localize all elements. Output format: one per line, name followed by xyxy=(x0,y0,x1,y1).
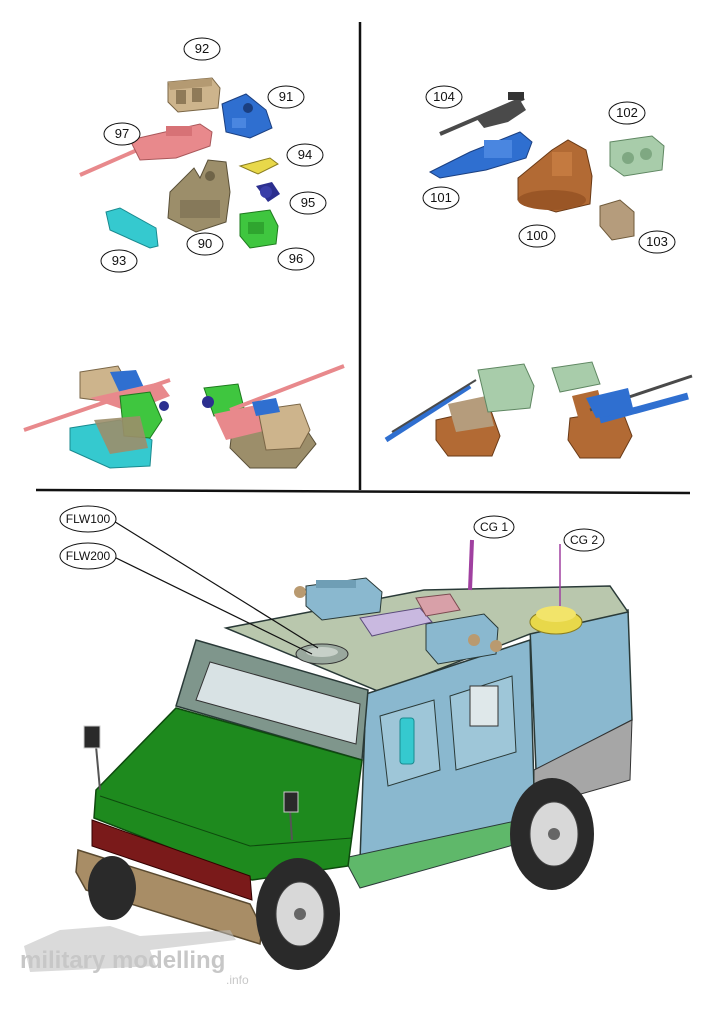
part-label-95: 95 xyxy=(289,191,327,215)
assembled-station-b-left xyxy=(384,363,535,457)
part-92-ammo-box xyxy=(167,77,221,113)
right-mirror xyxy=(283,791,299,841)
assembled-station-a-right xyxy=(202,364,345,469)
windshield xyxy=(195,661,361,745)
front-wheel-far xyxy=(88,856,136,920)
part-101-weapon-cradle xyxy=(428,131,533,179)
part-label-101: 101 xyxy=(422,186,460,210)
left-mirror xyxy=(83,725,101,791)
callout-cg2: CG 2 xyxy=(563,528,605,552)
crew-figures xyxy=(294,586,502,652)
callout-cg2-text: CG 2 xyxy=(570,533,598,547)
part-label-100: 100 xyxy=(518,224,556,248)
part-label-91: 91 xyxy=(267,85,305,109)
rear-wheel xyxy=(510,778,594,890)
panel-weapon-station-a-parts xyxy=(79,77,280,249)
part-label-97-text: 97 xyxy=(115,126,129,141)
part-label-97: 97 xyxy=(103,122,141,146)
part-95-knob xyxy=(256,182,280,202)
part-102-sensor-box xyxy=(609,135,665,177)
callout-flw100: FLW100 xyxy=(59,505,117,533)
front-grille xyxy=(91,819,253,901)
part-label-102: 102 xyxy=(608,101,646,125)
part-label-set: 92 91 97 94 95 90 96 93 104 102 101 100 … xyxy=(100,37,676,273)
part-label-96: 96 xyxy=(277,247,315,271)
part-label-94: 94 xyxy=(286,143,324,167)
part-label-103-text: 103 xyxy=(646,234,668,249)
part-label-104-text: 104 xyxy=(433,89,455,104)
front-wheel xyxy=(256,858,340,970)
part-label-90: 90 xyxy=(186,232,224,256)
part-90-cradle-mount xyxy=(167,159,231,233)
assembled-station-b-right xyxy=(551,361,693,459)
part-label-104: 104 xyxy=(425,85,463,109)
watermark-suffix: .info xyxy=(226,973,249,987)
roof-hatch-fr xyxy=(425,613,499,665)
part-label-95-text: 95 xyxy=(301,195,315,210)
door-mirror-cyan xyxy=(399,717,415,765)
vehicle-callout-set: FLW100 FLW200 CG 1 CG 2 xyxy=(59,505,605,570)
part-label-102-text: 102 xyxy=(616,105,638,120)
part-97-machine-gun xyxy=(79,123,213,177)
antenna-cg1 xyxy=(468,539,474,591)
watermark-brand: military modelling xyxy=(20,947,225,974)
roof-hatch-fl xyxy=(305,577,383,621)
part-label-91-text: 91 xyxy=(279,89,293,104)
callout-flw200-text: FLW200 xyxy=(66,549,111,563)
roof-weapon-mount xyxy=(359,593,461,637)
part-label-92: 92 xyxy=(183,37,221,61)
part-label-90-text: 90 xyxy=(198,236,212,251)
part-96-feed-tray xyxy=(239,209,279,249)
part-label-100-text: 100 xyxy=(526,228,548,243)
part-label-93-text: 93 xyxy=(112,253,126,268)
part-label-96-text: 96 xyxy=(289,251,303,266)
callout-flw100-text: FLW100 xyxy=(66,512,111,526)
side-window-rear xyxy=(469,685,499,727)
part-label-92-text: 92 xyxy=(195,41,209,56)
assembled-station-a-left xyxy=(23,365,171,469)
part-label-103: 103 xyxy=(638,230,676,254)
vehicle-illustration xyxy=(75,539,633,970)
part-label-93: 93 xyxy=(100,249,138,273)
watermark: military modelling .info xyxy=(20,926,249,987)
part-91-mount-block xyxy=(221,93,273,139)
roof-turret-ring xyxy=(295,643,349,665)
part-label-101-text: 101 xyxy=(430,190,452,205)
callout-cg1: CG 1 xyxy=(473,515,515,539)
part-103-bracket xyxy=(599,199,635,241)
part-93-shield xyxy=(105,207,159,249)
roof-yellow-dome xyxy=(529,606,583,635)
callout-leaders xyxy=(111,519,319,655)
part-100-turret-base xyxy=(517,139,593,213)
vehicle-hood xyxy=(93,707,363,881)
callout-flw200: FLW200 xyxy=(59,542,117,570)
callout-cg1-text: CG 1 xyxy=(480,520,508,534)
part-label-94-text: 94 xyxy=(298,147,312,162)
watermark-tank-icon xyxy=(24,926,236,972)
panel-dividers xyxy=(35,22,691,495)
part-94-sight xyxy=(238,157,279,175)
part-104-machine-gun xyxy=(439,92,526,136)
panel-weapon-station-b-parts xyxy=(428,92,665,241)
